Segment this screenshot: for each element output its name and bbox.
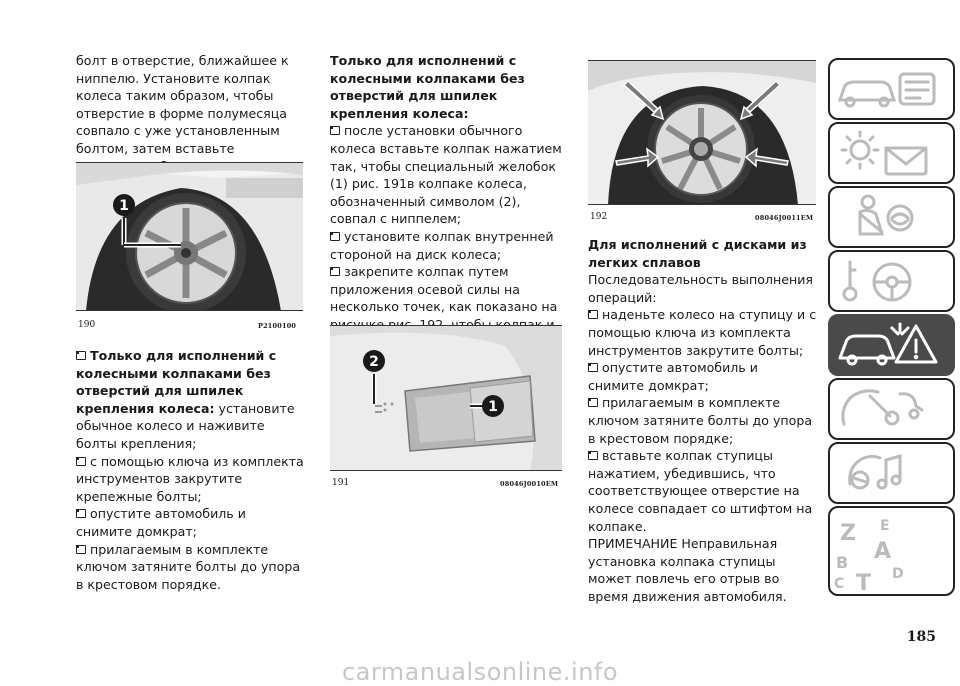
checkbox-bullet-icon bbox=[76, 456, 86, 466]
figure-190-illustration: 1 bbox=[76, 163, 303, 311]
list-item: опустите автомобиль и снимите домкрат; bbox=[76, 506, 246, 539]
index-letter-c: C bbox=[834, 576, 844, 592]
tab-index[interactable]: Z E A B C T D bbox=[828, 506, 955, 596]
section-heading: Только для исполнений с колесными колпак… bbox=[76, 348, 277, 416]
index-letter-b: B bbox=[836, 553, 848, 572]
list-item: после установки обычного колеса вставьте… bbox=[330, 123, 562, 227]
tab-emergency[interactable] bbox=[828, 314, 955, 376]
index-letter-e: E bbox=[880, 518, 890, 534]
figure-192-bottom-rule bbox=[588, 204, 816, 205]
checkbox-bullet-icon bbox=[330, 267, 340, 277]
figure-192-number: 192 bbox=[590, 212, 608, 222]
warning-lights-message-icon bbox=[840, 130, 928, 176]
intro-paragraph: болт в отверстие, ближайшее к ниппелю. У… bbox=[76, 53, 289, 174]
figure-192-code: 08046J0011EM bbox=[755, 214, 814, 222]
figure-190-number: 190 bbox=[78, 320, 96, 330]
multimedia-icon bbox=[848, 454, 902, 490]
tab-maintenance[interactable] bbox=[828, 378, 955, 440]
figure-191-code: 08046J0010EM bbox=[500, 480, 559, 488]
column-3-text: Последовательность выполнения операций: bbox=[588, 272, 813, 305]
figure-191: 2 1 bbox=[330, 325, 562, 471]
figure-191-bottom-rule bbox=[330, 470, 562, 471]
column-2-heading: Только для исполнений с колесными колпак… bbox=[330, 53, 525, 121]
column-3-heading: Для исполнений с дисками из легких сплав… bbox=[588, 237, 807, 270]
breakdown-warning-triangle-icon bbox=[838, 322, 938, 366]
checkbox-bullet-icon bbox=[588, 363, 598, 373]
checkbox-bullet-icon bbox=[76, 544, 86, 554]
list-item: наденьте колесо на ступицу и с помощью к… bbox=[588, 307, 817, 358]
figure-191-illustration: 2 1 bbox=[330, 326, 562, 471]
callout-2: 2 bbox=[369, 354, 379, 370]
figure-190: 1 bbox=[76, 162, 303, 311]
column-1-section: Только для исполнений с колесными колпак… bbox=[76, 347, 306, 593]
watermark: carmanualsonline.info bbox=[341, 658, 619, 686]
index-letter-d: D bbox=[892, 566, 904, 582]
column-2: Только для исполнений с колесными колпак… bbox=[330, 52, 562, 369]
checkbox-bullet-icon bbox=[76, 351, 86, 360]
figure-192-illustration bbox=[588, 61, 816, 205]
checkbox-bullet-icon bbox=[588, 451, 598, 461]
checkbox-bullet-icon bbox=[588, 310, 598, 320]
list-item: прилагаемым в комплекте ключом затяните … bbox=[588, 395, 813, 446]
list-item: опустите автомобиль и снимите домкрат; bbox=[588, 360, 758, 393]
tab-car-dashboard[interactable] bbox=[828, 58, 955, 120]
list-item: прилагаемым в комплекте ключом затяните … bbox=[76, 541, 301, 592]
callout-1: 1 bbox=[119, 198, 129, 214]
column-1: болт в отверстие, ближайшее к ниппелю. У… bbox=[76, 52, 306, 175]
list-item: с помощью ключа из комплекта инструменто… bbox=[76, 453, 304, 504]
key-steering-wheel-icon bbox=[842, 260, 912, 302]
maintenance-wrench-icon bbox=[841, 389, 924, 426]
checkbox-bullet-icon bbox=[76, 509, 86, 519]
page-number: 185 bbox=[906, 629, 936, 645]
checkbox-bullet-icon bbox=[330, 231, 340, 241]
list-item: установите колпак внутренней стороной на… bbox=[330, 228, 554, 262]
airbag-safety-icon bbox=[858, 194, 914, 236]
tab-starting-driving[interactable] bbox=[828, 250, 955, 312]
figure-190-bottom-rule bbox=[76, 310, 303, 311]
checkbox-bullet-icon bbox=[330, 126, 340, 136]
callout-1: 1 bbox=[488, 399, 498, 415]
index-letter-a: A bbox=[874, 539, 891, 564]
checkbox-bullet-icon bbox=[588, 398, 598, 408]
tab-multimedia[interactable] bbox=[828, 442, 955, 504]
section-paragraph: Только для исполнений с колесными колпак… bbox=[76, 347, 306, 453]
index-letter-z: Z bbox=[840, 521, 856, 546]
figure-192 bbox=[588, 60, 816, 205]
tab-safety[interactable] bbox=[828, 186, 955, 248]
index-letter-t: T bbox=[856, 571, 871, 594]
figure-190-code: P2100100 bbox=[258, 322, 297, 330]
list-item: вставьте колпак ступицы нажатием, убедив… bbox=[588, 448, 813, 534]
tab-warning-lights[interactable] bbox=[828, 122, 955, 184]
alphabetical-index-icon: Z E A B C T D bbox=[834, 518, 904, 596]
callout-circle bbox=[113, 194, 135, 216]
column-3: Для исполнений с дисками из легких сплав… bbox=[588, 236, 818, 605]
figure-191-number: 191 bbox=[332, 478, 350, 488]
car-dashboard-icon bbox=[837, 72, 936, 108]
section-text: установите обычное колесо и наживите бол… bbox=[76, 400, 295, 451]
note-paragraph: ПРИМЕЧАНИЕ Неправильная установка колпак… bbox=[588, 536, 787, 604]
